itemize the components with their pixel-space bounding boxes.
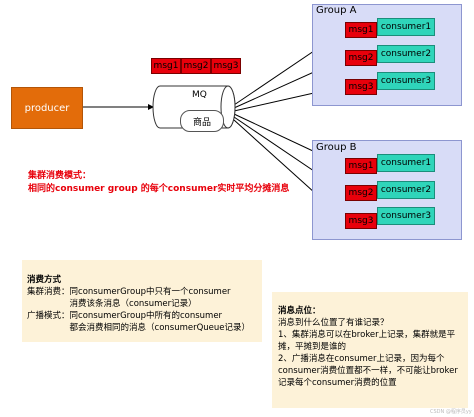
- cluster-mode-text: 相同的consumer group 的每个consumer实时平均分摊消息: [28, 184, 290, 194]
- broadcast-consume-item: 广播模式： 同consumerGroup中所有的consumer 都会消费相同的…: [27, 310, 257, 334]
- broadcast-consume-line-2: 都会消费相同的消息（consumerQueue记录）: [69, 323, 251, 333]
- group-b-msg1: msg1: [345, 158, 377, 174]
- group-b-consumer3: consumer3: [377, 207, 435, 225]
- offset-note-line-6: 记录每个consumer消费的位置: [278, 378, 397, 388]
- group-b-title: Group B: [316, 142, 357, 153]
- offset-note-line-2: 1、集群消息可以在broker上记录，集群就是平: [278, 330, 456, 340]
- queue-msg-1: msg1: [151, 58, 181, 74]
- consume-modes-title: 消费方式: [27, 275, 62, 285]
- group-a-consumer3: consumer3: [377, 72, 435, 90]
- cluster-consume-key: 集群消费：: [27, 287, 70, 297]
- consume-modes-box: 消费方式 集群消费： 同consumerGroup中只有一个consumer 消…: [22, 260, 262, 342]
- group-a-consumer2: consumer2: [377, 45, 435, 63]
- offset-note-line-1: 消息到什么位置了有谁记录？: [278, 318, 389, 328]
- group-a-title: Group A: [316, 5, 357, 16]
- cluster-mode-note: 集群消费模式： 相同的consumer group 的每个consumer实时平…: [28, 170, 308, 196]
- cluster-consume-item: 集群消费： 同consumerGroup中只有一个consumer 消费该条消息…: [27, 286, 257, 310]
- offset-note-title: 消息点位：: [278, 306, 321, 316]
- queue-msg-2: msg2: [181, 58, 211, 74]
- group-a-msg1: msg1: [345, 22, 377, 38]
- offset-note-line-3: 摊，平摊到是谁的: [278, 342, 347, 352]
- watermark: CSDN @程序员yy: [430, 409, 472, 415]
- producer-label: producer: [24, 102, 70, 114]
- mq-label: MQ: [192, 90, 207, 100]
- cluster-consume-line-1: 同consumerGroup中只有一个consumer: [69, 287, 231, 297]
- group-a-consumer1: consumer1: [377, 18, 435, 36]
- offset-note-box: 消息点位： 消息到什么位置了有谁记录？ 1、集群消息可以在broker上记录，集…: [272, 292, 468, 408]
- group-a-msg2: msg2: [345, 50, 377, 66]
- group-a-msg3: msg3: [345, 79, 377, 95]
- group-b-consumer2: consumer2: [377, 181, 435, 199]
- cluster-mode-title: 集群消费模式：: [28, 171, 92, 181]
- group-b-consumer1: consumer1: [377, 154, 435, 172]
- queue-msg-3: msg3: [211, 58, 241, 74]
- mq-content-goods: 商品: [180, 110, 224, 132]
- broadcast-consume-line-1: 同consumerGroup中所有的consumer: [69, 311, 223, 321]
- cluster-consume-line-2: 消费该条消息（consumer记录）: [69, 299, 197, 309]
- offset-note-line-4: 2、广播消息在consumer上记录，因为每个: [278, 354, 445, 364]
- offset-note-line-5: consumer消费位置都不一样，不可能让broker: [278, 366, 458, 376]
- producer-box: producer: [11, 87, 83, 129]
- broadcast-consume-key: 广播模式：: [27, 311, 70, 321]
- group-b-msg3: msg3: [345, 213, 377, 229]
- group-b-msg2: msg2: [345, 185, 377, 201]
